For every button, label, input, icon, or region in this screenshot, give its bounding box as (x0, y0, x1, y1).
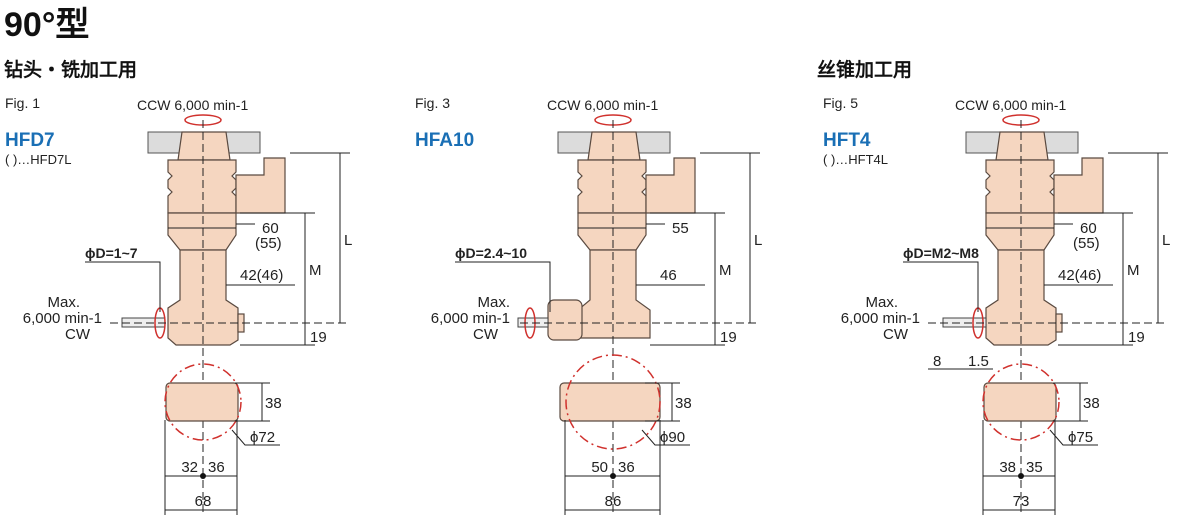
bearing-housing (985, 212, 1055, 251)
dim-neck-label: 42(46) (1058, 267, 1101, 284)
dim-M-label: M (1127, 262, 1140, 279)
dim-top-label: 60 (262, 220, 279, 237)
spindle-rotation-label: CCW 6,000 min-1 (137, 97, 248, 113)
tool-dia-leader (455, 261, 551, 312)
tool-diameter-label: ϕD=2.4~10 (455, 245, 527, 261)
tap-dim-b: 1.5 (968, 353, 989, 370)
figure-number: Fig. 5 (823, 95, 858, 111)
max-speed-value: 6,000 min-1 (431, 310, 510, 327)
max-speed-label: Max. (865, 294, 898, 311)
swing-diameter-label: ϕ75 (1068, 429, 1093, 446)
max-speed-label: Max. (477, 294, 510, 311)
dim-19-label: 19 (720, 329, 737, 346)
dim-neck-label: 46 (660, 267, 677, 284)
spindle-rotation-label: CCW 6,000 min-1 (955, 97, 1066, 113)
model-name: HFT4 (823, 130, 871, 151)
rotation-direction: CW (65, 326, 91, 343)
dim-left-label: 38 (999, 459, 1016, 476)
dim-left-label: 32 (181, 459, 198, 476)
swing-diameter-label: ϕ72 (250, 429, 275, 446)
max-speed-value: 6,000 min-1 (841, 310, 920, 327)
main-body (167, 159, 237, 214)
tool-diameter-label: ϕD=M2~M8 (903, 245, 979, 261)
model-variant-note: ( )…HFT4L (823, 152, 888, 167)
tool-diameter-label: ϕD=1~7 (85, 245, 138, 261)
dim-M-label: M (719, 262, 732, 279)
dim-L-label: L (754, 232, 762, 249)
tool-dia-leader (903, 261, 979, 312)
circle-leader (1049, 429, 1098, 446)
model-name: HFD7 (5, 130, 55, 151)
taper-shank (587, 131, 641, 161)
dim-right-label: 35 (1026, 459, 1043, 476)
swing-diameter-label: ϕ90 (660, 429, 685, 446)
dim-height-label: 38 (265, 395, 282, 412)
stop-block (645, 157, 696, 214)
max-speed-label: Max. (47, 294, 80, 311)
dim-19-label: 19 (1128, 329, 1145, 346)
dim-left-label: 50 (591, 459, 608, 476)
section-drill-mill: 钻头・铣加工用 (4, 58, 137, 81)
page-title: 90°型 (4, 6, 89, 44)
swing-circle (565, 354, 661, 450)
dim-19-label: 19 (310, 329, 327, 346)
swing-circle (982, 363, 1060, 441)
neck-head (985, 249, 1057, 346)
swing-circle (164, 363, 242, 441)
collet-nut (547, 299, 583, 341)
figure-3: Fig. 5 HFT4( )…HFT4L CCW 6,000 min-1Max.6,… (823, 95, 1170, 515)
bearing-housing (167, 212, 237, 251)
dim-total-label: 73 (1013, 493, 1030, 510)
dim-L-label: L (344, 232, 352, 249)
taper-shank (177, 131, 231, 161)
stop-block (235, 157, 286, 214)
center-dot (200, 473, 206, 479)
max-speed-value: 6,000 min-1 (23, 310, 102, 327)
main-body (577, 159, 647, 214)
dim-neck-label: 42(46) (240, 267, 283, 284)
dim-total-label: 86 (605, 493, 622, 510)
dim-right-label: 36 (618, 459, 635, 476)
head-bottom-view (983, 382, 1057, 422)
figure-1: Fig. 1 HFD7( )…HFD7L CCW 6,000 min-1Max.6,… (5, 95, 352, 515)
neck (577, 249, 651, 339)
center-dot (1018, 473, 1024, 479)
dim-L-label: L (1162, 232, 1170, 249)
figure-number: Fig. 3 (415, 95, 450, 111)
model-name: HFA10 (415, 130, 474, 151)
bearing-housing (577, 212, 647, 251)
neck-head (167, 249, 239, 346)
taper-shank (995, 131, 1049, 161)
spindle-rotation-label: CCW 6,000 min-1 (547, 97, 658, 113)
circle-leader (231, 429, 280, 446)
head-bottom-view (165, 382, 239, 422)
dim-top-alt-label: (55) (255, 235, 282, 252)
rotation-direction: CW (473, 326, 499, 343)
dim-top-label: 60 (1080, 220, 1097, 237)
section-tap: 丝锥加工用 (817, 58, 912, 81)
center-dot (610, 473, 616, 479)
tap-dim-a: 8 (933, 353, 941, 370)
circle-leader (641, 429, 690, 446)
model-variant-note: ( )…HFD7L (5, 152, 71, 167)
tool-dia-leader (85, 261, 161, 312)
figure-number: Fig. 1 (5, 95, 40, 111)
main-body (985, 159, 1055, 214)
head-bottom-view (559, 382, 661, 422)
dim-right-label: 36 (208, 459, 225, 476)
dim-top-alt-label: (55) (1073, 235, 1100, 252)
rotation-direction: CW (883, 326, 909, 343)
dim-total-label: 68 (195, 493, 212, 510)
dim-height-label: 38 (675, 395, 692, 412)
dim-top-label: 55 (672, 220, 689, 237)
stop-block (1053, 157, 1104, 214)
dim-height-label: 38 (1083, 395, 1100, 412)
dim-M-label: M (309, 262, 322, 279)
